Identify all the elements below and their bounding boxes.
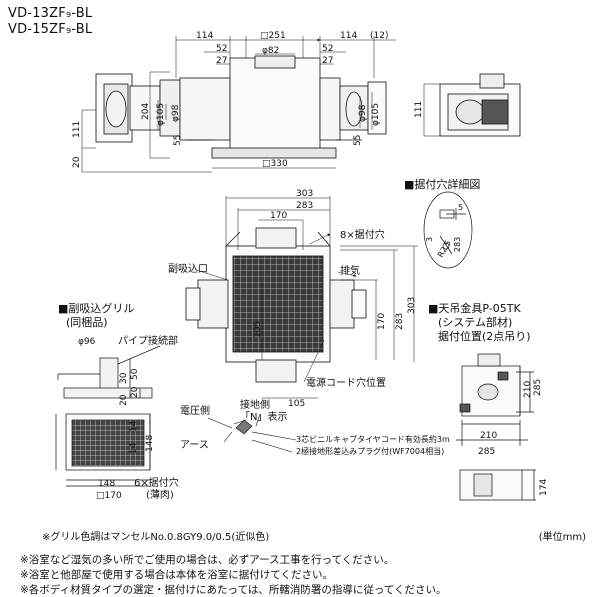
dim-52-left: 52 (216, 44, 227, 54)
top-view-labels: 303 283 170 170 283 303 105 105 8×据付穴 副吸… (168, 189, 417, 409)
earth-label: アース (180, 440, 209, 451)
cord-spec-2: 2極接地形差込みプラグ付(WF7004相当) (296, 446, 444, 456)
top-view (185, 227, 367, 383)
dim-303: 303 (296, 189, 313, 199)
dim-52-right: 52 (322, 44, 333, 54)
dim-phi105-right: φ105 (371, 103, 381, 126)
dim-v283: 283 (395, 313, 405, 330)
grille-dim-148h: 148 (98, 479, 115, 489)
grille-holes-label: 6×据付穴 (134, 476, 179, 489)
dim-phi105: φ105 (156, 103, 166, 126)
grille-dim-30: 30 (119, 372, 129, 384)
grille-dim-50: 50 (130, 368, 140, 380)
hole-dim-5: 5 (458, 203, 463, 212)
hanger-dim-174: 174 (539, 479, 549, 496)
dim-114-left: 114 (196, 31, 213, 41)
dim-20: 20 (72, 156, 82, 168)
model-name-1: VD-13ZF₉-BL (8, 6, 93, 21)
warning-2: ※浴室と他部屋で使用する場合は本体を浴室に据付けてください。 (20, 569, 333, 581)
dim-v105: 105 (253, 321, 263, 338)
voltage-side-label: 電圧側 (180, 404, 210, 417)
hole-detail-title: ■据付穴詳細図 (404, 177, 480, 191)
grille-dim-20a: 20 (130, 386, 140, 398)
dim-251: □251 (260, 31, 286, 41)
ground-side-label: 接地側 (240, 398, 270, 411)
unit-label: (単位mm) (538, 532, 586, 543)
dim-55-right: 55 (353, 135, 363, 146)
dim-330: □330 (262, 159, 288, 169)
dim-12: (12) (370, 31, 388, 41)
grille-color-note: ※グリル色調はマンセルNo.0.8GY9.0/0.5(近似色) (42, 532, 270, 543)
dim-v170: 170 (377, 313, 387, 330)
side-dim-111: 111 (414, 101, 424, 118)
grille-dim-20b: 20 (119, 394, 129, 406)
grille-dim-14a: 14 (129, 420, 139, 432)
front-view (95, 55, 387, 159)
hanger-sub1: (システム部材) (438, 315, 512, 329)
grille-dim-170: □170 (96, 491, 122, 501)
hanger-dim-210h: 210 (480, 431, 497, 441)
dim-phi82: φ82 (262, 46, 279, 56)
cord-spec-1: 3芯ビニルキャブタイヤコード有効長約3m (296, 434, 450, 444)
dim-h105: 105 (288, 399, 305, 409)
grille-views (55, 345, 161, 487)
grille-pipe-label: パイプ接続部 (118, 334, 178, 347)
grille-dim-148v: 148 (145, 435, 155, 452)
exhaust-label: 排気 (340, 264, 360, 277)
hole-dim-3: 3 (425, 237, 434, 242)
hanger-dim-285h: 285 (478, 447, 495, 457)
hanger-dim-210v: 210 (523, 381, 533, 398)
cord-hole-label: 電源コード穴位置 (306, 376, 386, 389)
warning-1: ※浴室など湿気の多い所でご使用の場合は、必ずアース工事を行ってください。 (20, 554, 395, 566)
mount-holes-label: 8×据付穴 (340, 228, 385, 241)
warning-3: ※各ボディ材質タイプの選定・据付けにあたっては、所轄消防署の指導に従ってください… (20, 584, 447, 596)
grille-dim-14b: 14 (129, 442, 139, 454)
n-mark-label: 「N」表示 (240, 410, 287, 423)
hanger-title: ■天吊金具P-05TK (428, 301, 521, 315)
front-view-dims: 114 □251 114 (12) 52 52 27 27 φ82 204 φ1… (72, 31, 388, 169)
dim-55-left: 55 (173, 135, 183, 146)
hole-dim-283: 283 (453, 237, 462, 252)
dim-phi98-right: φ98 (358, 104, 368, 122)
side-view (423, 73, 521, 137)
grille-dim-96: φ96 (78, 337, 96, 347)
dim-27-right: 27 (322, 56, 333, 66)
dim-27-left: 27 (216, 56, 227, 66)
grille-holes-sub: (薄肉) (146, 488, 174, 501)
dim-204: 204 (141, 103, 151, 120)
hanger-dim-285v: 285 (533, 379, 543, 396)
dim-114-right: 114 (340, 31, 357, 41)
dim-phi98-left: φ98 (171, 104, 181, 122)
dim-111: 111 (72, 121, 82, 138)
dim-283: 283 (296, 201, 313, 211)
model-name-2: VD-15ZF₉-BL (8, 22, 93, 37)
plug-detail (207, 413, 297, 453)
hanger-views (456, 353, 536, 501)
dim-170: 170 (270, 211, 287, 221)
grille-title: ■副吸込グリル (58, 301, 134, 315)
hanger-sub2: 据付位置(2点吊り) (438, 329, 531, 343)
hole-detail (423, 191, 473, 269)
dim-v303: 303 (407, 297, 417, 314)
aux-inlet-label: 副吸込口 (168, 263, 208, 275)
grille-subtitle: (同梱品) (66, 315, 108, 329)
